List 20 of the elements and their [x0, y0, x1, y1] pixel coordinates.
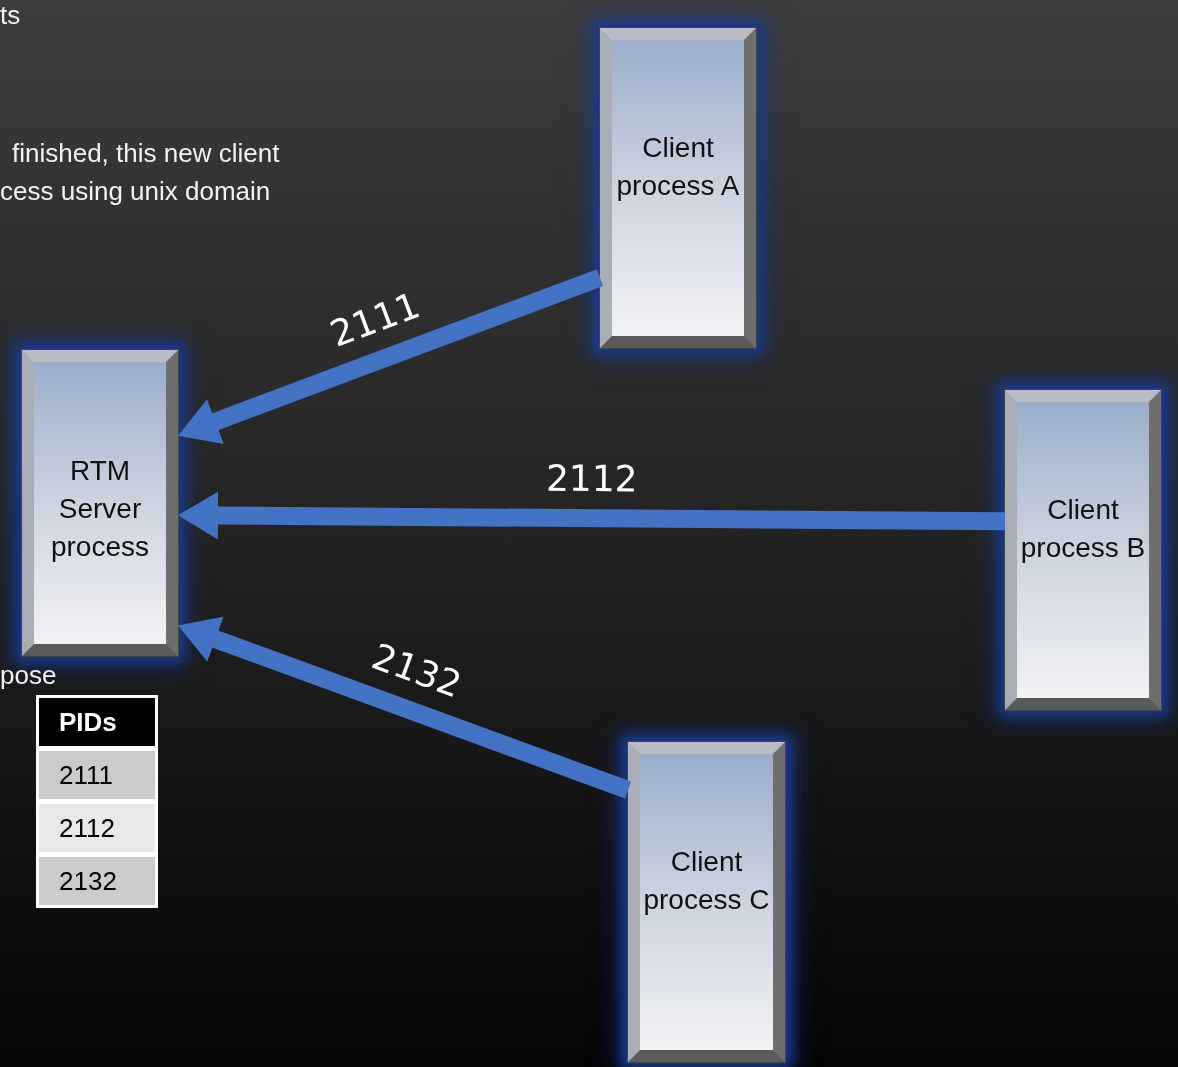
table-cell: 2112 — [36, 801, 158, 855]
process-box — [1005, 390, 1161, 710]
block-arrow — [178, 491, 1006, 540]
note-text: pose — [0, 660, 57, 690]
process-label: RTM Server process — [49, 454, 150, 565]
edge-label: 2132 — [366, 635, 467, 706]
table-cell: 2132 — [36, 854, 158, 908]
edge-label: 2112 — [545, 457, 638, 500]
edge-label: 2111 — [324, 283, 425, 355]
process-box — [600, 28, 756, 348]
process-label: Client process B — [1019, 492, 1147, 565]
process-label: Client process C — [642, 844, 771, 917]
table-cell: 2111 — [36, 748, 158, 802]
process-box — [628, 742, 785, 1062]
process-label: Client process A — [615, 130, 741, 203]
note-text: ts — [0, 0, 21, 30]
note-text: finished, this new client — [12, 138, 280, 168]
note-text: cess using unix domain — [0, 176, 271, 206]
table-header-cell: PIDs — [36, 695, 158, 749]
process-box — [22, 350, 178, 656]
